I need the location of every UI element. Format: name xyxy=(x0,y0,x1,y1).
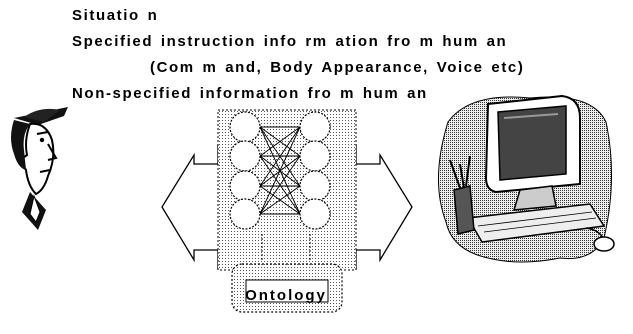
desktop-computer-icon xyxy=(438,96,614,262)
human-face-icon xyxy=(11,107,68,230)
ontology-label: Ontology xyxy=(226,287,346,304)
